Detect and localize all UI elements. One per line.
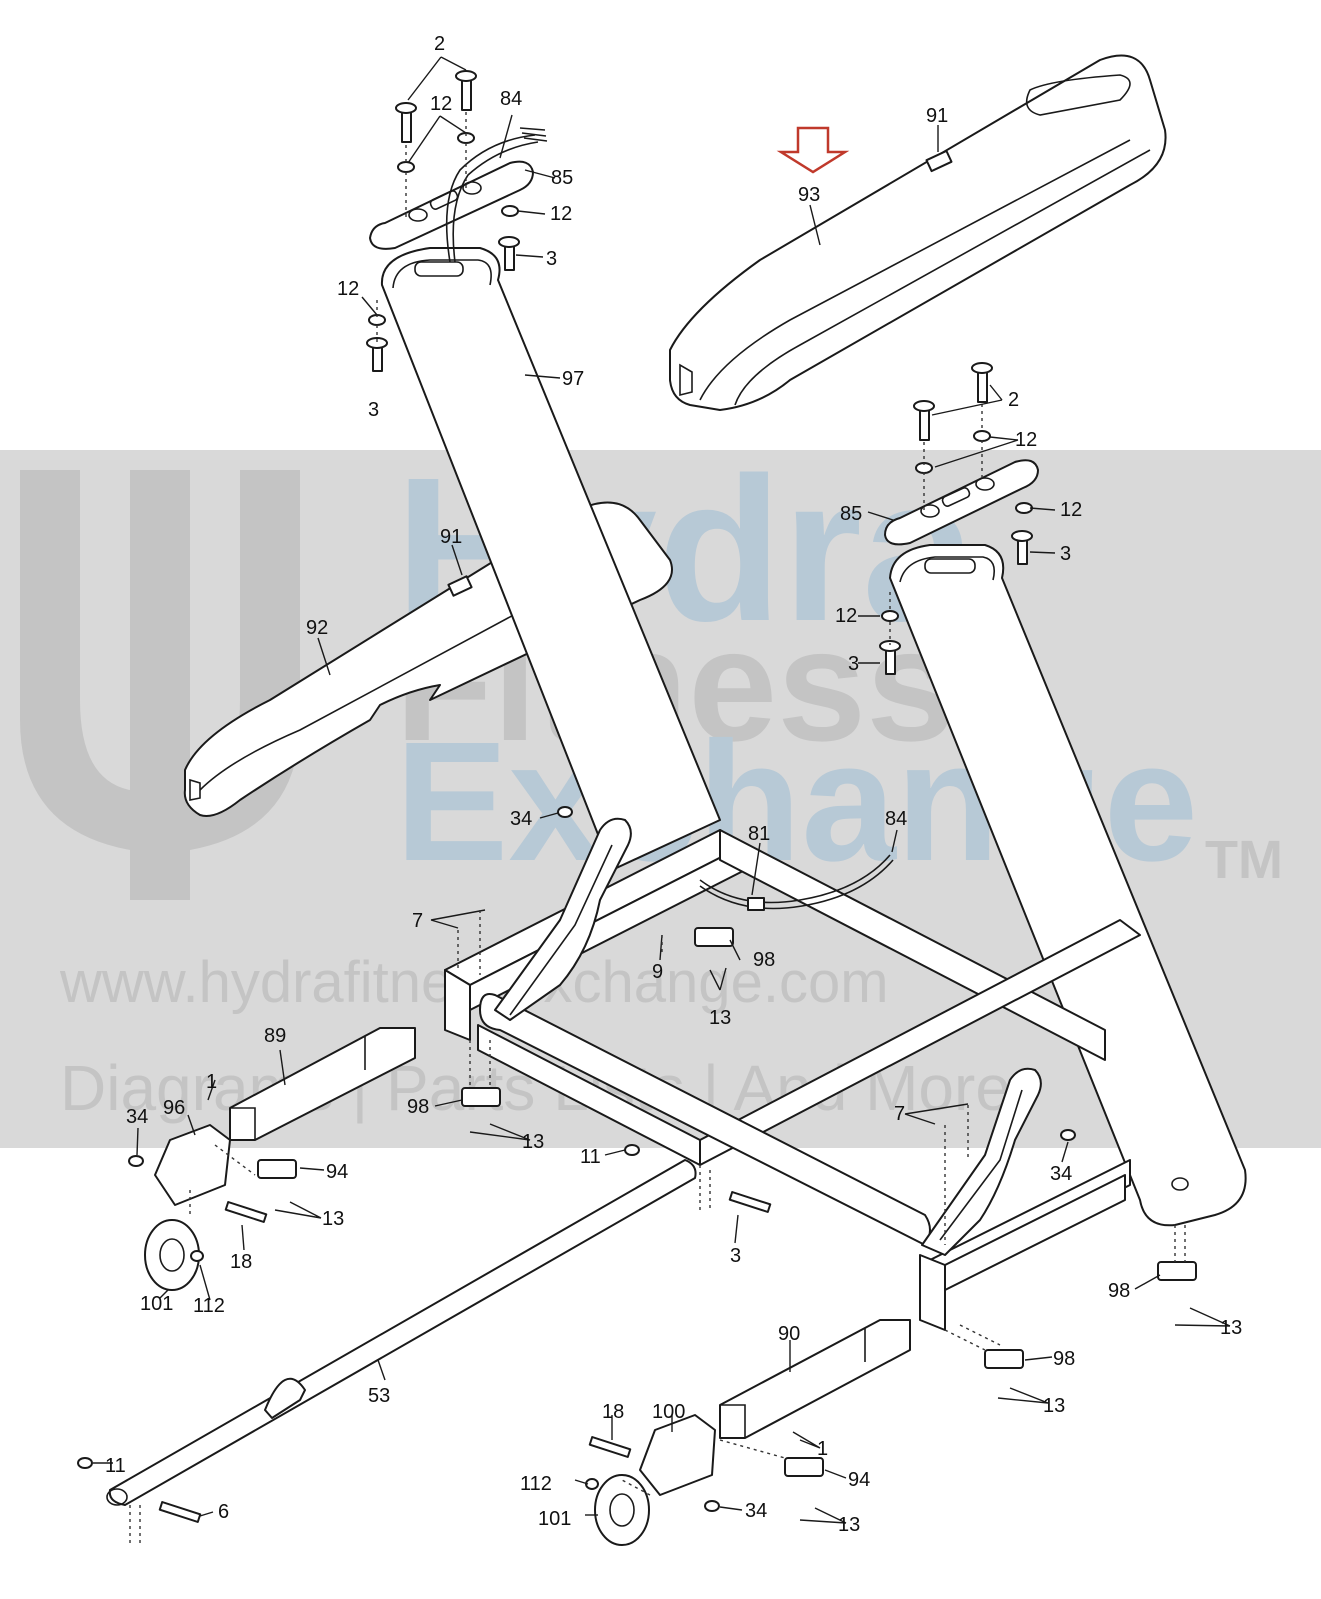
foot-pad-94-left [257, 1159, 297, 1179]
callout-84-top: 84 [500, 88, 522, 110]
leveling-arm-90 [719, 1319, 911, 1439]
upright-tube-right [889, 544, 1247, 1227]
callout-34-left: 34 [126, 1106, 148, 1128]
callout-3-right: 3 [1060, 543, 1071, 565]
callout-112-right: 112 [520, 1473, 552, 1495]
callout-12-right-c: 12 [835, 605, 857, 627]
callout-94-right: 94 [848, 1469, 870, 1491]
callout-3-top-left: 3 [546, 248, 557, 270]
foot-pad-94-right [784, 1457, 824, 1477]
callout-13-c: 13 [322, 1208, 344, 1230]
callout-85-top-left: 85 [551, 167, 573, 189]
callout-101-left: 101 [140, 1293, 173, 1315]
callout-91-top: 91 [926, 105, 948, 127]
callout-labels: 2 12 84 85 12 3 12 3 97 91 93 2 12 85 12… [105, 33, 1242, 1536]
label-91-right [925, 149, 953, 173]
callout-12-right-b: 12 [1060, 499, 1082, 521]
rear-axle-tube [108, 1159, 697, 1506]
foot-pad-98-a [694, 927, 734, 947]
wheel-bracket-100 [639, 1414, 716, 1496]
wheel-bracket-96 [154, 1124, 231, 1206]
wire-harness-top [445, 134, 536, 263]
upright-tube-left [380, 247, 721, 871]
wire-harness-bottom [699, 854, 891, 904]
callout-13-b: 13 [522, 1131, 544, 1153]
callout-97: 97 [562, 368, 584, 390]
foot-pad-98-d [984, 1349, 1024, 1369]
screws-upper-left [366, 70, 520, 372]
callout-13-e: 13 [1043, 1395, 1065, 1417]
mount-plate-85-right [884, 459, 1039, 546]
callout-84-bottom: 84 [885, 808, 907, 830]
callout-3-right-b: 3 [848, 653, 859, 675]
callout-96: 96 [163, 1097, 185, 1119]
callout-18-left: 18 [230, 1251, 252, 1273]
callout-7-left: 7 [412, 910, 423, 932]
base-frame [444, 829, 1141, 1331]
callout-12-right: 12 [1015, 429, 1037, 451]
callout-2-right: 2 [1008, 389, 1019, 411]
callout-101-right: 101 [538, 1508, 571, 1530]
callout-92: 92 [306, 617, 328, 639]
wheel-101-right [594, 1474, 650, 1546]
watermark-trademark: TM [1205, 830, 1283, 890]
callout-7-right: 7 [894, 1103, 905, 1125]
callout-93: 93 [798, 184, 820, 206]
callout-94-left: 94 [326, 1161, 348, 1183]
callout-13-d: 13 [1220, 1317, 1242, 1339]
callout-34-center: 34 [510, 808, 532, 830]
callout-34-right: 34 [1050, 1163, 1072, 1185]
callout-1-left: 1 [206, 1071, 217, 1093]
callout-11-bottom: 11 [105, 1455, 126, 1477]
callout-12-top-left-c: 12 [337, 278, 359, 300]
callout-91-left: 91 [440, 526, 462, 548]
callout-1-right: 1 [817, 1438, 828, 1460]
callout-53: 53 [368, 1385, 390, 1407]
callout-3-top-left-b: 3 [368, 399, 379, 421]
label-91-left [447, 575, 473, 597]
callout-112-left: 112 [193, 1295, 225, 1317]
foot-pad-98-b [461, 1087, 501, 1107]
callout-12-top-left-b: 12 [550, 203, 572, 225]
callout-34-bottom: 34 [745, 1500, 767, 1522]
callout-81: 81 [748, 823, 770, 845]
callout-89: 89 [264, 1025, 286, 1047]
upright-cover-right [669, 54, 1167, 411]
alignment-dashes [129, 910, 1186, 1545]
leader-lines [93, 56, 1231, 1524]
callout-98-c: 98 [1108, 1280, 1130, 1302]
callout-90: 90 [778, 1323, 800, 1345]
screws-upper-right [879, 362, 1033, 675]
callout-18-right: 18 [602, 1401, 624, 1423]
callout-3-center: 3 [730, 1245, 741, 1267]
callout-11-center: 11 [580, 1146, 601, 1168]
callout-100: 100 [652, 1401, 685, 1423]
callout-98-b: 98 [407, 1096, 429, 1118]
parts-drawing [77, 54, 1247, 1546]
callout-98-a: 98 [753, 949, 775, 971]
riser-bracket-right [921, 1067, 1042, 1256]
callout-85-right: 85 [840, 503, 862, 525]
highlight-arrow-icon [776, 126, 850, 174]
callout-6: 6 [218, 1501, 229, 1523]
foot-pad-98-c [1157, 1261, 1197, 1281]
riser-bracket-left [494, 817, 632, 1021]
callout-13-a: 13 [709, 1007, 731, 1029]
callout-12-top-left: 12 [430, 93, 452, 115]
callout-9: 9 [652, 961, 663, 983]
callout-98-d: 98 [1053, 1348, 1075, 1370]
callout-13-f: 13 [838, 1514, 860, 1536]
callout-2-top-left: 2 [434, 33, 445, 55]
